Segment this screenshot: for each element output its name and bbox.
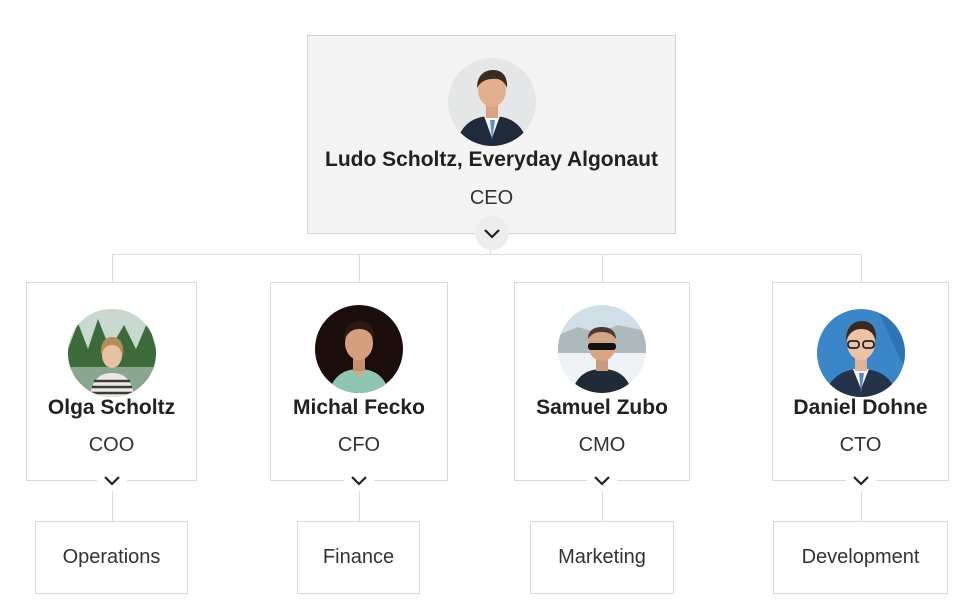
coo-expand-button[interactable] <box>96 469 127 491</box>
person-photo-icon <box>816 309 905 397</box>
cmo-card[interactable]: Samuel Zubo CMO <box>514 282 690 491</box>
ceo-avatar <box>447 58 536 146</box>
ceo-expand-button[interactable] <box>474 216 509 250</box>
cto-card[interactable]: Daniel Dohne CTO <box>772 282 949 491</box>
connector-coo-dept <box>112 490 113 522</box>
department-operations[interactable]: Operations <box>35 521 188 594</box>
cfo-name: Michal Fecko <box>293 396 425 419</box>
cto-title: CTO <box>839 434 882 456</box>
department-development[interactable]: Development <box>773 521 948 594</box>
chevron-down-icon <box>852 475 869 486</box>
cto-name: Daniel Dohne <box>793 396 928 419</box>
person-photo-icon <box>447 58 536 146</box>
ceo-title: CEO <box>469 187 514 209</box>
connector-to-cfo <box>359 254 360 283</box>
department-marketing[interactable]: Marketing <box>530 521 674 594</box>
chevron-down-icon <box>103 475 120 486</box>
cto-avatar <box>816 309 905 397</box>
connector-cto-dept <box>861 490 862 522</box>
ceo-name: Ludo Scholtz, Everyday Algonaut <box>325 148 658 171</box>
cfo-card[interactable]: Michal Fecko CFO <box>270 282 448 491</box>
person-photo-icon <box>558 305 646 393</box>
coo-card[interactable]: Olga Scholtz COO <box>26 282 197 491</box>
department-finance[interactable]: Finance <box>297 521 420 594</box>
cmo-expand-button[interactable] <box>587 469 617 491</box>
person-photo-icon <box>315 305 403 393</box>
cto-expand-button[interactable] <box>845 469 876 491</box>
cmo-avatar <box>558 305 646 393</box>
coo-title: COO <box>88 434 135 456</box>
cfo-avatar <box>315 305 403 393</box>
coo-name: Olga Scholtz <box>47 396 176 419</box>
ceo-card[interactable]: Ludo Scholtz, Everyday Algonaut CEO <box>307 35 676 250</box>
connector-to-coo <box>112 254 113 283</box>
cmo-name: Samuel Zubo <box>536 396 668 419</box>
chevron-down-icon <box>351 475 367 486</box>
connector-horizontal <box>112 254 862 255</box>
connector-to-cto <box>861 254 862 283</box>
cmo-title: CMO <box>578 434 626 456</box>
connector-cmo-dept <box>602 490 603 522</box>
connector-cfo-dept <box>359 490 360 522</box>
connector-to-cmo <box>602 254 603 283</box>
chevron-down-icon <box>483 228 500 239</box>
cfo-title: CFO <box>337 434 381 456</box>
cfo-expand-button[interactable] <box>344 469 374 491</box>
coo-avatar <box>67 309 156 397</box>
person-photo-icon <box>67 309 156 397</box>
chevron-down-icon <box>594 475 610 486</box>
